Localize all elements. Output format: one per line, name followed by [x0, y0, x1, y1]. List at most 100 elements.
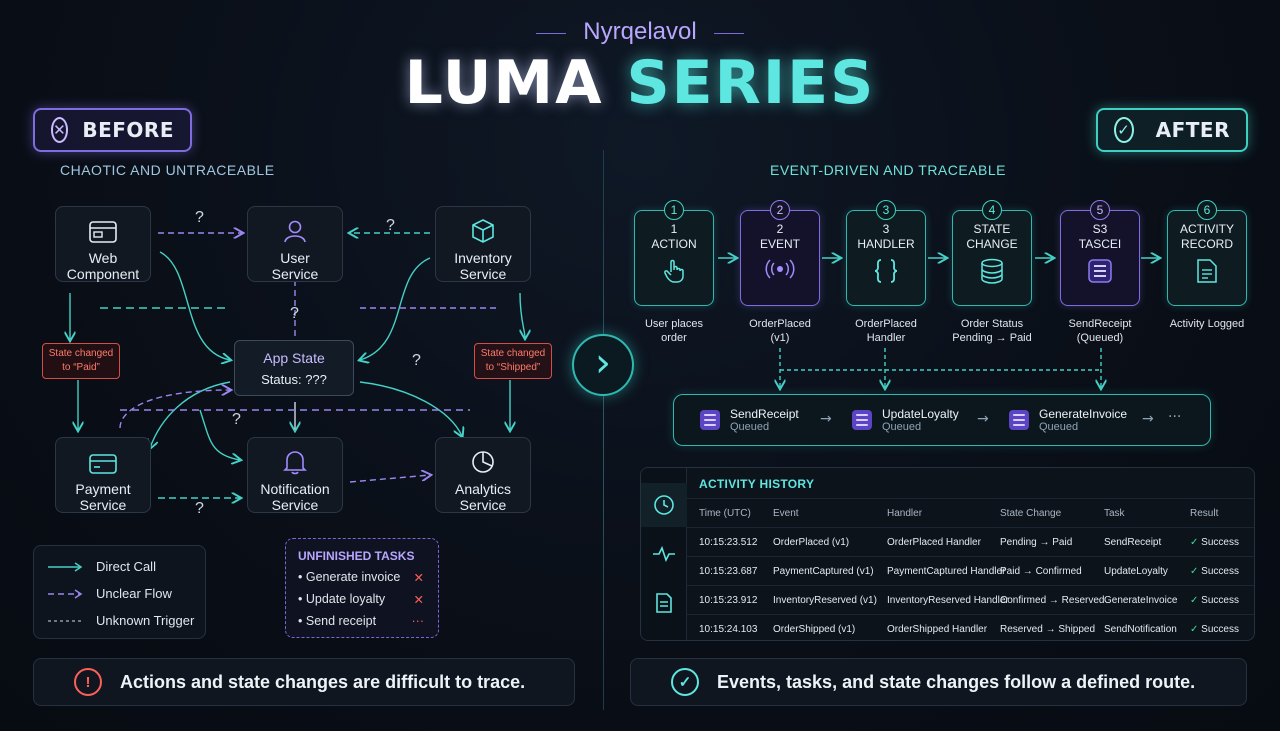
step-caption-line: Pending → Paid	[952, 332, 1032, 344]
step-caption-line: OrderPlaced	[855, 318, 917, 330]
user-service-label-2: Service	[271, 266, 319, 282]
payment-service-label-2: Service	[79, 497, 127, 513]
bell-icon	[248, 447, 342, 475]
question-mark: ?	[232, 411, 241, 428]
table-cell: GenerateInvoice	[1104, 595, 1178, 606]
history-title: ACTIVITY HISTORY	[699, 477, 815, 491]
web-component-label-2: Component	[66, 266, 140, 282]
before-badge: ✕ BEFORE	[33, 108, 192, 152]
warning-icon: !	[74, 668, 102, 696]
state-changed-paid-tag: State changed to “Paid”	[42, 343, 120, 379]
arrow-right-icon: →	[1142, 411, 1154, 427]
column-header: Task	[1104, 508, 1125, 519]
tag-text-1: State changed	[480, 348, 546, 359]
hand-pointer-icon	[635, 258, 713, 288]
column-header: Event	[773, 508, 799, 519]
analytics-service-label-2: Service	[459, 497, 507, 513]
table-cell: OrderPlaced (v1)	[773, 537, 850, 548]
table-cell: SendNotification	[1104, 624, 1177, 635]
queue-item-name: SendReceipt	[730, 407, 799, 421]
broadcast-icon	[741, 258, 819, 284]
step-caption-line: (v1)	[770, 332, 790, 344]
inventory-service-label-1: Inventory	[454, 250, 512, 266]
table-cell: Confirmed → Reserved	[1000, 595, 1105, 606]
step-caption: Activity Logged	[1157, 317, 1257, 331]
inventory-service-label-2: Service	[459, 266, 507, 282]
step-caption-line: (Queued)	[1076, 332, 1124, 344]
before-footer-text: Actions and state changes are difficult …	[120, 671, 526, 692]
step-label: CHANGE	[966, 237, 1018, 251]
question-mark: ?	[386, 217, 395, 234]
table-cell: 10:15:23.512	[699, 537, 758, 548]
notification-service-label-2: Service	[271, 497, 319, 513]
arrow-right-icon: →	[977, 411, 989, 427]
task-item: • Send receipt···	[298, 614, 424, 628]
table-cell: PaymentCaptured (v1)	[773, 566, 874, 577]
step-caption-line: User places	[644, 318, 704, 330]
table-cell: 10:15:23.687	[699, 566, 758, 577]
question-mark: ?	[412, 352, 421, 369]
step-caption: OrderPlaced(v1)	[730, 317, 830, 345]
success-check-icon: ✓	[1190, 537, 1202, 548]
section-divider	[603, 150, 604, 710]
dotted-line-icon	[48, 619, 82, 622]
document-icon[interactable]	[641, 581, 687, 625]
ellipsis-icon: ···	[411, 614, 425, 628]
result-text: Success	[1201, 595, 1239, 606]
question-mark: ?	[195, 209, 204, 226]
result-text: Success	[1201, 537, 1239, 548]
before-connections: ? ? ? ? ? ?	[0, 209, 600, 517]
analytics-service-label-1: Analytics	[454, 481, 512, 497]
step-label: ACTION	[651, 237, 697, 251]
legend-item: Direct Call	[48, 559, 156, 574]
step-caption: SendReceipt (Queued)	[1050, 317, 1150, 345]
step-label: ACTIVITY	[1179, 222, 1234, 236]
app-state-title: App State	[263, 350, 325, 366]
web-component-node: Web Component	[55, 206, 151, 282]
task-item: • Update loyalty✕	[298, 592, 424, 607]
table-cell: InventoryReserved Handler	[887, 595, 1009, 606]
brand-name: Nyrqelavol	[583, 18, 697, 45]
step-label: 1	[670, 222, 678, 236]
legend-box: Direct Call Unclear Flow Unknown Trigger	[33, 545, 206, 639]
step-number-badge: 2	[770, 200, 790, 220]
table-cell: Pending → Paid	[1000, 537, 1073, 548]
task-label: Update loyalty	[305, 592, 386, 606]
solid-arrow-icon	[48, 561, 83, 572]
state-changed-shipped-tag: State changed to “Shipped”	[474, 343, 552, 379]
step-label: RECORD	[1180, 237, 1233, 251]
step-label: HANDLER	[857, 237, 915, 251]
tag-text-1: State changed	[48, 348, 114, 359]
after-connections	[718, 200, 1260, 400]
step-number-badge: 6	[1197, 200, 1217, 220]
app-state-status: Status: ???	[261, 372, 327, 387]
table-cell: OrderShipped (v1)	[773, 624, 856, 635]
payment-service-label-1: Payment	[75, 481, 131, 497]
step-caption-line: SendReceipt	[1068, 318, 1132, 330]
before-badge-label: BEFORE	[82, 118, 174, 142]
brand-line-left	[536, 33, 566, 34]
web-component-label-1: Web	[88, 250, 118, 266]
notification-service-label-1: Notification	[260, 481, 330, 497]
braces-icon	[847, 258, 925, 288]
step-label: EVENT	[759, 237, 800, 251]
document-icon	[1168, 258, 1246, 288]
table-cell: 10:15:24.103	[699, 624, 758, 635]
legend-item: Unknown Trigger	[48, 613, 194, 628]
analytics-service-node: Analytics Service	[435, 437, 531, 513]
queue-icon	[1061, 258, 1139, 288]
clock-icon[interactable]	[641, 483, 687, 527]
activity-pulse-icon[interactable]	[641, 532, 687, 576]
task-label: Send receipt	[305, 614, 377, 628]
check-circle-icon: ✓	[671, 668, 699, 696]
